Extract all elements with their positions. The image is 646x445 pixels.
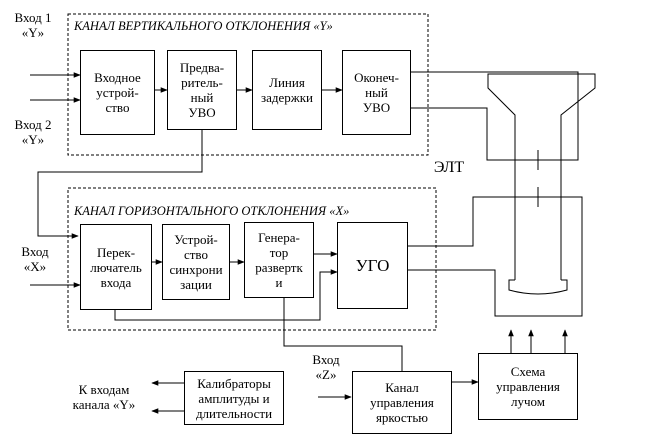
channel-y-title: КАНАЛ ВЕРТИКАЛЬНОГО ОТКЛОНЕНИЯ «Y» xyxy=(71,19,336,34)
wire-final-to-plate2 xyxy=(411,107,523,161)
wire-ugo-to-plate2 xyxy=(408,196,583,317)
input1-y-label: Вход 1 «Y» xyxy=(14,10,52,40)
sweep-generator-block: Генера- тор развертк и xyxy=(244,222,314,298)
calibrators-block: Калибраторы амплитуды и длительности xyxy=(184,371,284,425)
input2-y-label: Вход 2 «Y» xyxy=(14,117,52,147)
wire-ugo-to-plate1 xyxy=(408,196,523,247)
input-z-label: Вход «Z» xyxy=(312,352,340,382)
beam-control-block: Схема управления лучом xyxy=(478,353,578,420)
channel-x-title: КАНАЛ ГОРИЗОНТАЛЬНОГО ОТКЛОНЕНИЯ «X» xyxy=(71,204,353,219)
final-amp-block: Оконеч- ный УВО xyxy=(342,50,411,135)
input-device-block: Входное устрой- ство xyxy=(80,50,155,135)
input-switch-block: Перек- лючатель входа xyxy=(80,224,152,310)
wire-final-to-plate1 xyxy=(411,71,579,161)
calibrator-output-label: К входам канала «Y» xyxy=(72,382,136,412)
input-x-label: Вход «X» xyxy=(21,244,49,274)
channel-y-frame xyxy=(67,13,429,156)
wire-generator-to-brightness xyxy=(283,298,403,371)
brightness-channel-block: Канал управления яркостью xyxy=(352,371,452,434)
ugo-block: УГО xyxy=(337,222,408,309)
delay-line-block: Линия задержки xyxy=(252,50,322,130)
crt-label: ЭЛТ xyxy=(433,159,465,176)
wire-preamp-to-switch xyxy=(37,130,203,239)
preamp-block: Предва- ритель- ный УВО xyxy=(167,50,237,130)
sync-device-block: Устрой- ство синхрони зации xyxy=(162,224,230,300)
crt-tube xyxy=(487,73,596,295)
wire-switch-to-generator xyxy=(114,269,338,321)
